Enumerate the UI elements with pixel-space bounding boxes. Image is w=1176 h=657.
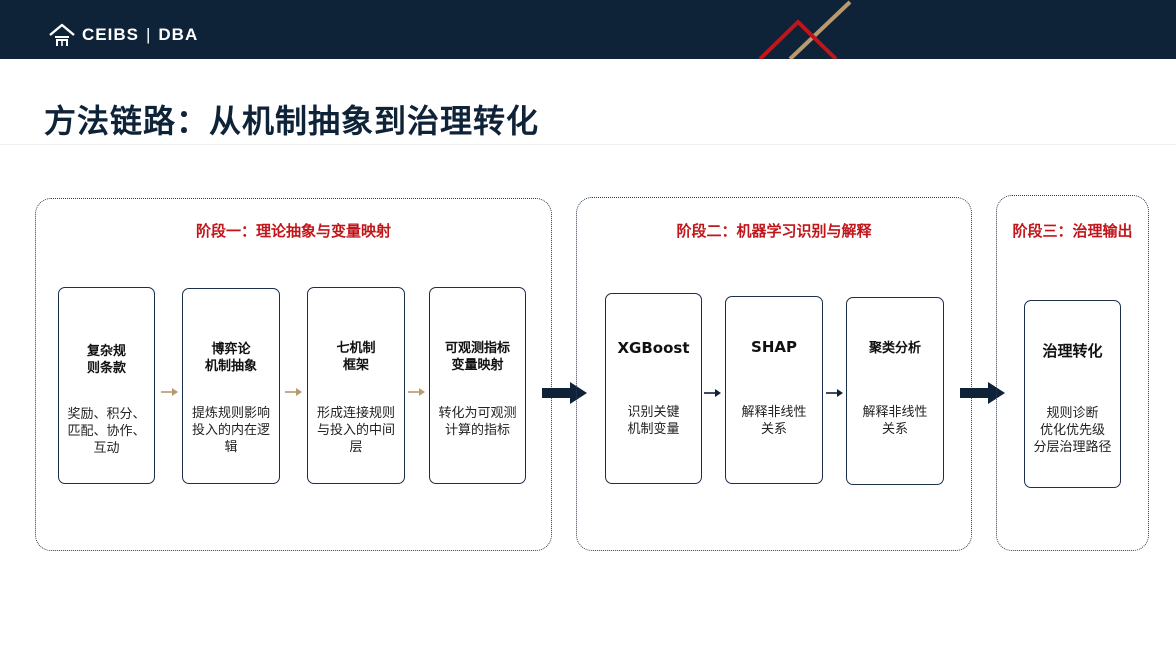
step-card-shap[interactable]: SHAP 解释非线性 关系 [725, 296, 823, 484]
step-title: 治理转化 [1042, 342, 1103, 360]
ceibs-logo[interactable]: CEIBS | DBA [48, 20, 198, 50]
stage-panel-2: 阶段二：机器学习识别与解释 [576, 197, 972, 551]
step-description: 解释非线性 关系 [862, 405, 928, 437]
stage-panel-3: 阶段三：治理输出 [996, 195, 1149, 551]
title-divider [0, 144, 1176, 145]
arrow-right-icon [285, 388, 302, 396]
step-title: SHAP [751, 338, 797, 356]
step-card-xgboost[interactable]: XGBoost 识别关键 机制变量 [605, 293, 702, 484]
arrow-right-icon [161, 388, 178, 396]
step-card-clustering[interactable]: 聚类分析 解释非线性 关系 [846, 297, 944, 485]
stage-title: 阶段二：机器学习识别与解释 [676, 222, 872, 240]
stage-title: 阶段三：治理输出 [1012, 222, 1133, 240]
step-description: 奖励、积分、 匹配、协作、 互动 [67, 407, 146, 456]
logo-sub-text: DBA [158, 25, 199, 44]
arrow-right-icon [408, 388, 425, 396]
page-title: 方法链路：从机制抽象到治理转化 [44, 102, 540, 140]
step-card-seven-mechanisms[interactable]: 七机制 框架 形成连接规则 与投入的中间 层 [307, 287, 405, 484]
arrow-right-icon [704, 389, 721, 397]
step-title: 复杂规 则条款 [86, 344, 126, 376]
step-description: 解释非线性 关系 [741, 405, 807, 437]
logo-main-text: CEIBS [82, 25, 139, 44]
step-description: 识别关键 机制变量 [627, 405, 680, 437]
arrow-right-icon [826, 389, 843, 397]
step-description: 规则诊断 优化优先级 分层治理路径 [1033, 406, 1112, 455]
step-card-game-theory[interactable]: 博弈论 机制抽象 提炼规则影响 投入的内在逻 辑 [182, 288, 280, 484]
header-bar: CEIBS | DBA [0, 0, 1176, 59]
step-title: 聚类分析 [868, 341, 921, 356]
stage-panel-1: 阶段一：理论抽象与变量映射 [35, 198, 552, 551]
stage-title: 阶段一：理论抽象与变量映射 [195, 222, 391, 240]
ceibs-building-icon [49, 23, 75, 46]
step-card-indicator-mapping[interactable]: 可观测指标 变量映射 转化为可观测 计算的指标 [429, 287, 526, 484]
header-decoration [758, 0, 852, 59]
step-card-rule-clauses[interactable]: 复杂规 则条款 奖励、积分、 匹配、协作、 互动 [58, 287, 155, 484]
step-title: 可观测指标 变量映射 [444, 341, 510, 373]
logo-separator: | [145, 25, 152, 44]
step-description: 形成连接规则 与投入的中间 层 [316, 406, 395, 455]
step-title: 博弈论 机制抽象 [204, 342, 257, 374]
step-title: XGBoost [617, 339, 690, 357]
step-description: 提炼规则影响 投入的内在逻 辑 [191, 406, 270, 455]
step-title: 七机制 框架 [336, 341, 376, 373]
step-description: 转化为可观测 计算的指标 [438, 406, 517, 438]
step-card-governance[interactable]: 治理转化 规则诊断 优化优先级 分层治理路径 [1024, 300, 1121, 488]
stage-arrow-icon [542, 382, 587, 404]
